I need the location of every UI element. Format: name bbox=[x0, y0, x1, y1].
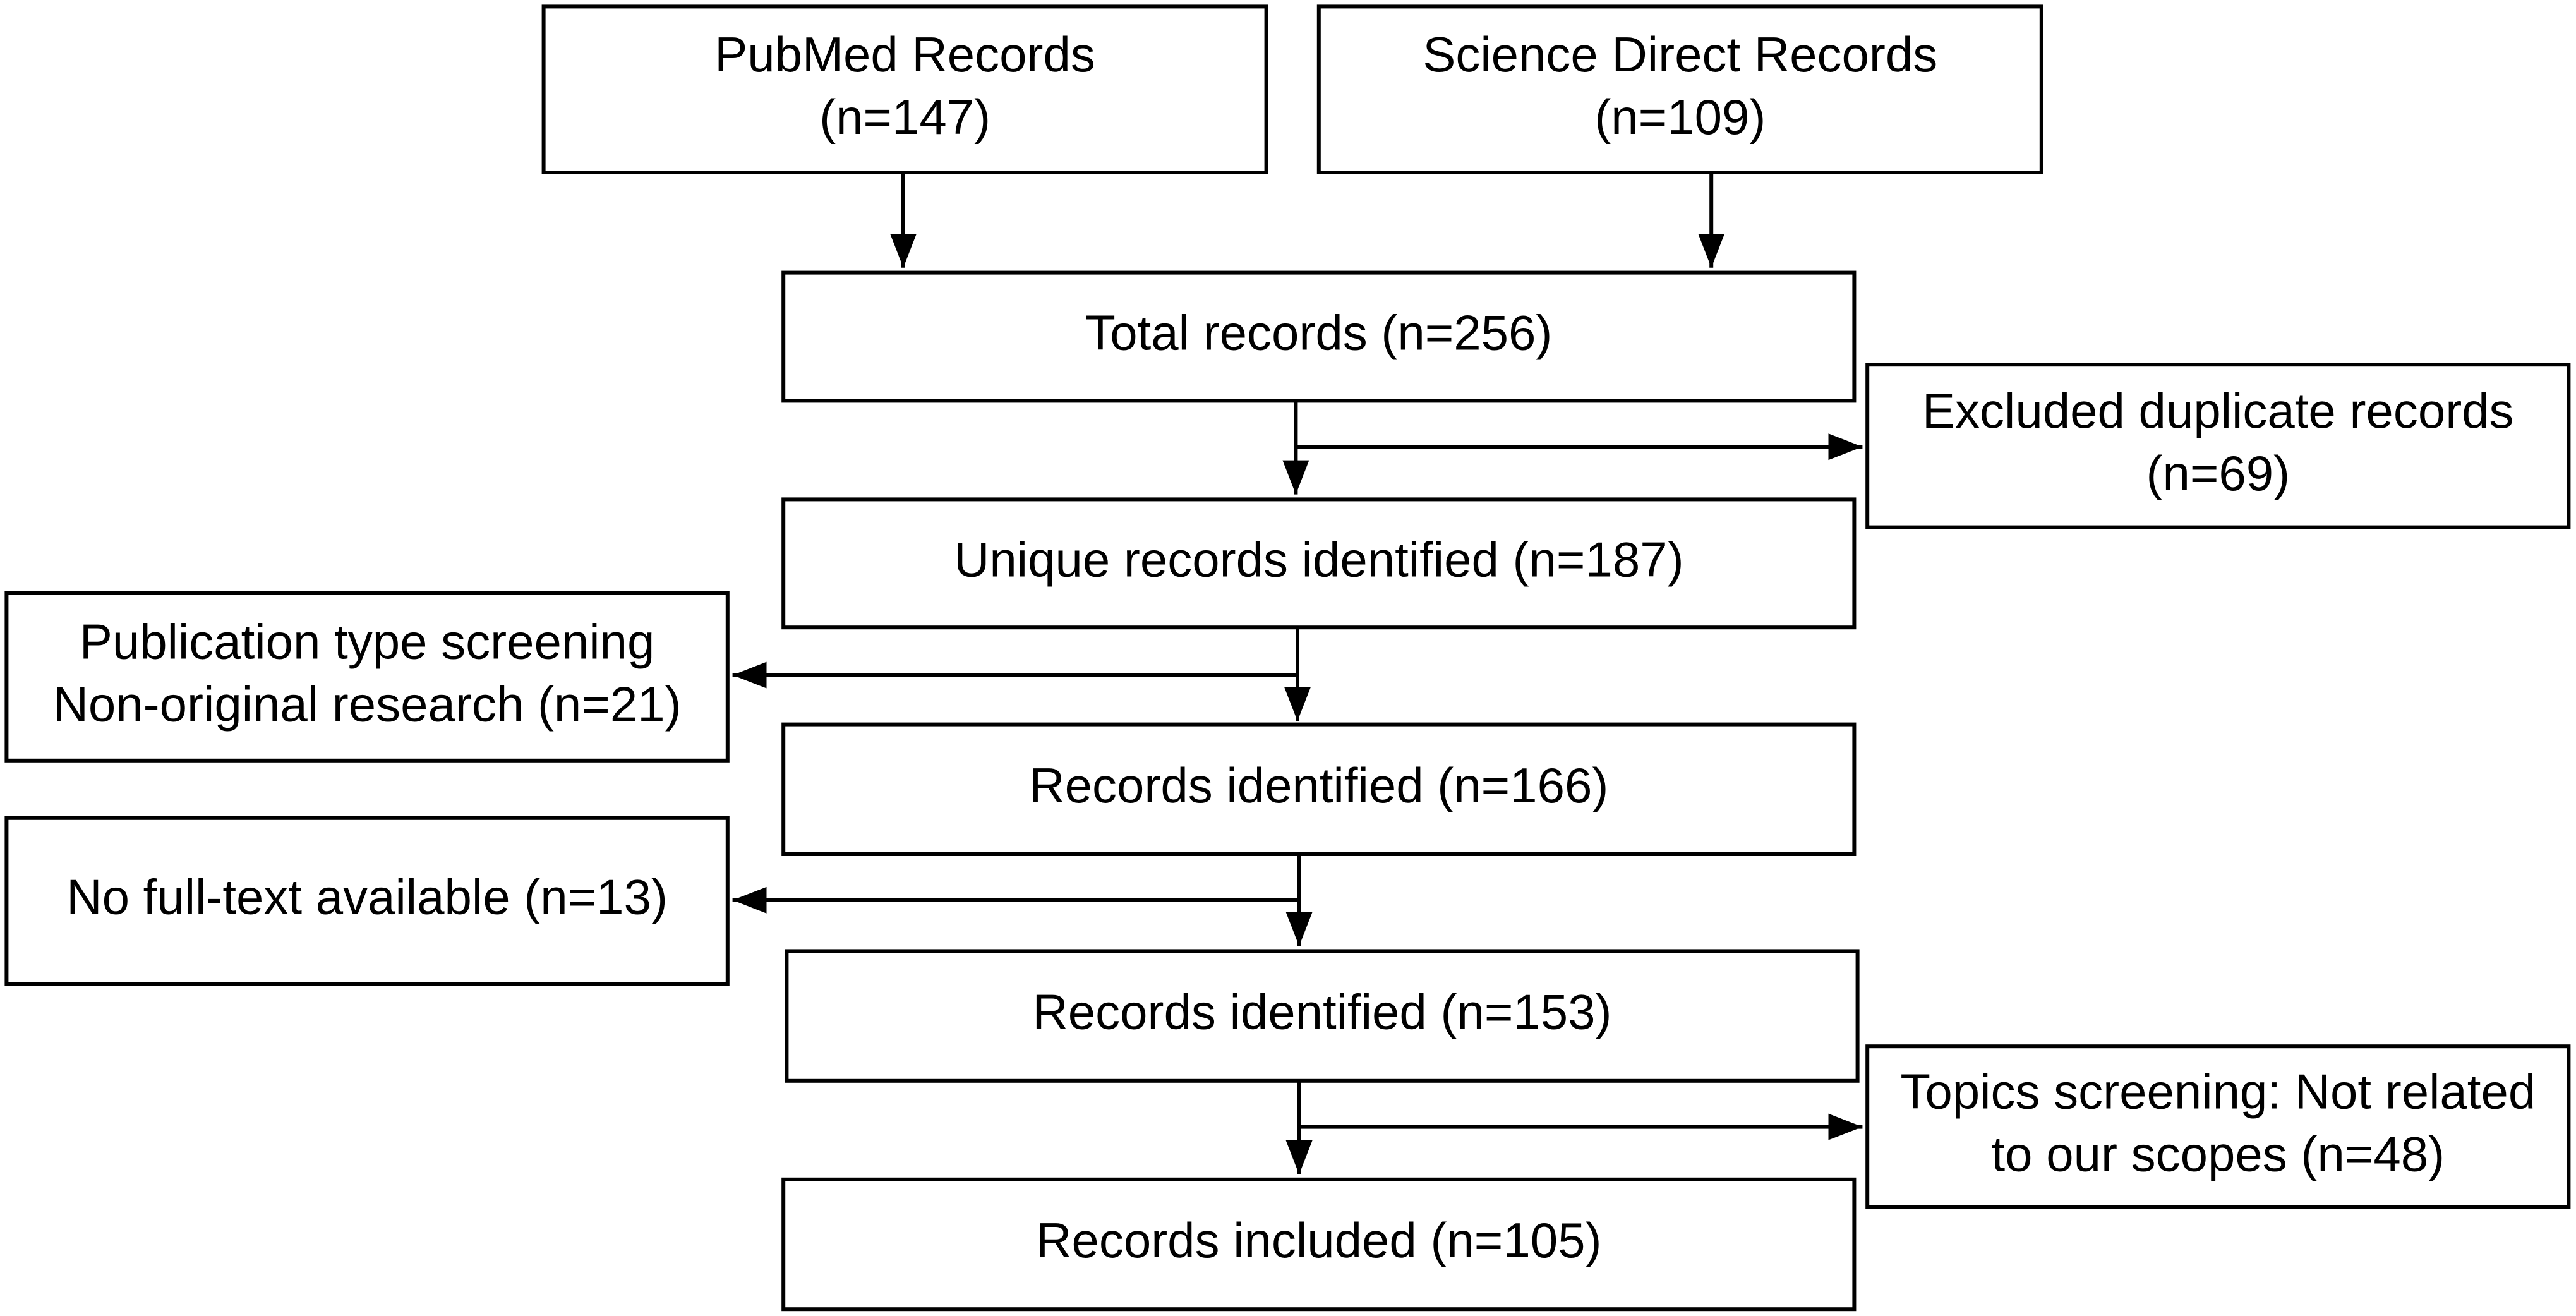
node-box-science-direct bbox=[1316, 4, 2043, 175]
node-box-excluded-duplicates bbox=[1865, 363, 2571, 529]
node-label-pubmed-0: PubMed Records bbox=[714, 27, 1095, 82]
node-records-166: Records identified (n=166) bbox=[781, 722, 1857, 856]
node-label-records-153-0: Records identified (n=153) bbox=[1032, 984, 1611, 1040]
node-records-153: Records identified (n=153) bbox=[785, 949, 1860, 1083]
node-box-included bbox=[781, 1177, 1857, 1312]
node-label-excluded-duplicates-0: Excluded duplicate records bbox=[1922, 383, 2514, 438]
node-label-excluded-duplicates-1: (n=69) bbox=[2146, 445, 2290, 501]
node-label-records-166-0: Records identified (n=166) bbox=[1029, 758, 1608, 813]
node-label-science-direct-1: (n=109) bbox=[1594, 89, 1766, 145]
node-label-science-direct-0: Science Direct Records bbox=[1423, 27, 1937, 82]
node-box-topics-screening bbox=[1865, 1044, 2571, 1209]
node-no-fulltext: No full-text available (n=13) bbox=[4, 816, 730, 986]
node-box-unique bbox=[781, 497, 1857, 630]
node-excluded-duplicates: Excluded duplicate records (n=69) bbox=[1865, 363, 2571, 529]
node-label-included-0: Records included (n=105) bbox=[1036, 1212, 1601, 1268]
node-label-pubmed-1: (n=147) bbox=[819, 89, 990, 145]
node-total: Total records (n=256) bbox=[781, 270, 1857, 403]
node-box-records-166 bbox=[781, 722, 1857, 856]
node-science-direct: Science Direct Records (n=109) bbox=[1316, 4, 2043, 175]
node-included: Records included (n=105) bbox=[781, 1177, 1857, 1312]
node-label-topics-screening-1: to our scopes (n=48) bbox=[1992, 1126, 2445, 1182]
node-label-topics-screening-0: Topics screening: Not related bbox=[1900, 1064, 2536, 1120]
node-pubmed: PubMed Records (n=147) bbox=[541, 4, 1268, 175]
node-label-no-fulltext-0: No full-text available (n=13) bbox=[66, 869, 668, 925]
node-label-publication-type-1: Non-original research (n=21) bbox=[53, 676, 682, 732]
node-box-no-fulltext bbox=[4, 816, 730, 986]
node-box-records-153 bbox=[785, 949, 1860, 1083]
node-box-total bbox=[781, 270, 1857, 403]
node-box-pubmed bbox=[541, 4, 1268, 175]
node-unique: Unique records identified (n=187) bbox=[781, 497, 1857, 630]
node-label-unique-0: Unique records identified (n=187) bbox=[954, 531, 1684, 587]
node-label-total-0: Total records (n=256) bbox=[1085, 305, 1552, 361]
node-topics-screening: Topics screening: Not related to our scop… bbox=[1865, 1044, 2571, 1209]
node-box-publication-type bbox=[4, 591, 730, 763]
node-label-publication-type-0: Publication type screening bbox=[80, 613, 655, 669]
